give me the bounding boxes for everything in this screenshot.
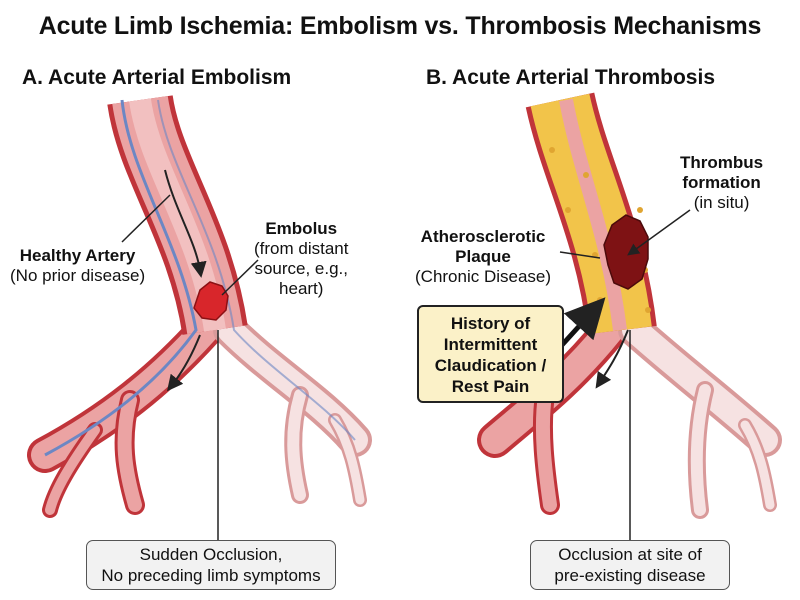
embolus-label: Embolus (from distant source, e.g., hear… [254,219,348,299]
caption-a-line1: Sudden Occlusion, [139,545,283,564]
diagram-title: Acute Limb Ischemia: Embolism vs. Thromb… [38,12,762,40]
caption-b-box: Occlusion at site of pre-existing diseas… [530,540,730,590]
plaque-title-2: Plaque [455,247,511,266]
history-line2: Intermittent [443,335,538,354]
embolus-leader [221,259,259,296]
healthy-artery-title: Healthy Artery [19,246,136,265]
embolus-note-1: (from distant [254,239,349,258]
embolus-note-2: source, e.g., [254,259,349,278]
history-box: History of Intermittent Claudication / R… [417,305,564,403]
embolus-note-3: heart) [279,279,324,298]
panel-b-title: B. Acute Arterial Thrombosis [426,66,715,89]
thrombus-title-2: formation [682,173,761,192]
healthy-artery-leader [121,194,171,243]
history-line3: Claudication / [434,356,547,375]
history-line4: Rest Pain [451,377,530,396]
thrombus-title-1: Thrombus [680,153,764,172]
embolus-title: Embolus [265,219,338,238]
plaque-title-1: Atherosclerotic [420,227,546,246]
plaque-note: (Chronic Disease) [415,267,552,286]
caption-b-line1: Occlusion at site of [558,545,702,564]
thrombus-label: Thrombus formation (in situ) [680,153,763,213]
healthy-artery-label: Healthy Artery (No prior disease) [10,246,145,286]
caption-a-line2: No preceding limb symptoms [101,566,321,585]
plaque-leader [559,251,601,259]
caption-a-box: Sudden Occlusion, No preceding limb symp… [86,540,336,590]
healthy-artery-note: (No prior disease) [10,266,146,285]
embolus-clot [193,281,229,321]
thrombus-note: (in situ) [693,193,750,212]
thrombus-clot [603,214,649,290]
plaque-label: Atherosclerotic Plaque (Chronic Disease) [415,227,551,287]
history-line1: History of [450,314,531,333]
panel-a-title: A. Acute Arterial Embolism [22,66,292,89]
thrombus-leader [627,209,691,256]
history-arrow [560,297,606,347]
caption-b-line2: pre-existing disease [554,566,706,585]
panel-a-artery [27,94,372,540]
